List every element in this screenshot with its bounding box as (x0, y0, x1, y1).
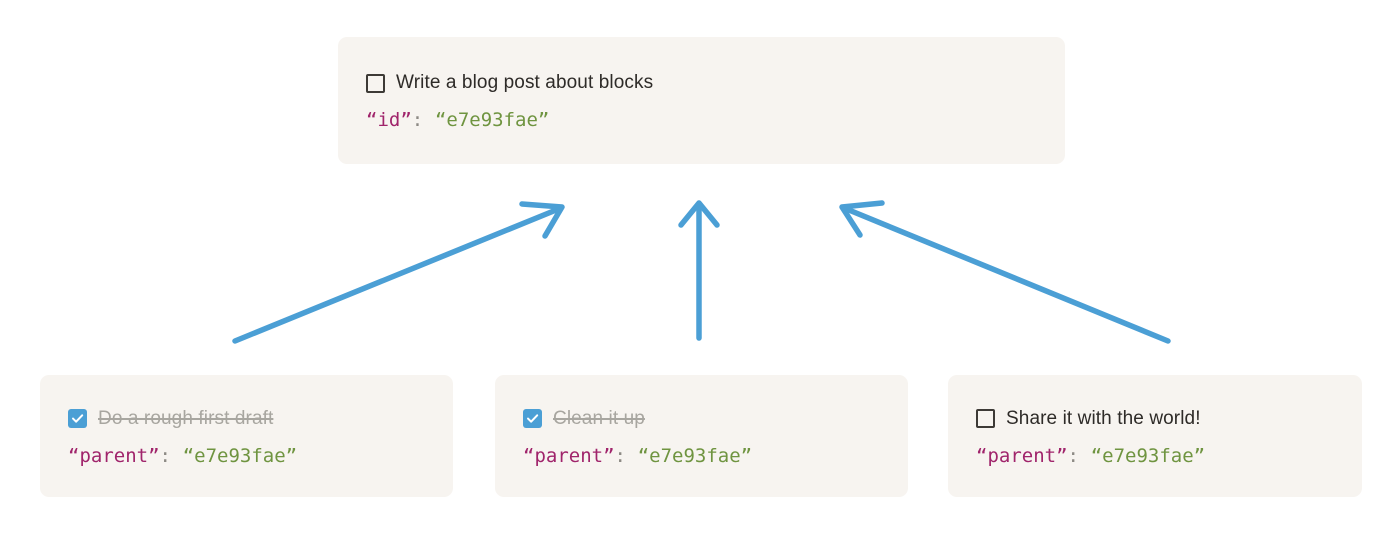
json-colon: : (1067, 444, 1079, 467)
json-colon: : (159, 444, 171, 467)
checkbox-checked-icon[interactable] (523, 409, 542, 428)
parent-task-json: “id”: “e7e93fae” (366, 109, 1047, 131)
child-task-label-3: Share it with the world! (1006, 407, 1201, 429)
child-task-row-1[interactable]: Do a rough first draft (68, 406, 439, 432)
parent-task-card[interactable]: Write a blog post about blocks “id”: “e7e… (338, 37, 1065, 164)
parent-task-row[interactable]: Write a blog post about blocks (366, 70, 1047, 96)
checkbox-checked-icon[interactable] (68, 409, 87, 428)
json-key: “parent” (68, 444, 160, 467)
json-value: “e7e93fae” (637, 444, 753, 467)
child-task-json-1: “parent”: “e7e93fae” (68, 445, 439, 467)
checkmark-glyph (527, 414, 539, 423)
json-key: “parent” (976, 444, 1068, 467)
json-value: “e7e93fae” (434, 109, 550, 131)
child-task-row-2[interactable]: Clean it up (523, 406, 894, 432)
json-value: “e7e93fae” (182, 444, 298, 467)
checkbox-empty-icon[interactable] (976, 409, 995, 428)
child-task-label-1: Do a rough first draft (98, 407, 274, 429)
json-colon: : (614, 444, 626, 467)
child-task-card-3[interactable]: Share it with the world! “parent”: “e7e93… (948, 375, 1362, 497)
arrow-from-left-child-to-parent (232, 201, 565, 344)
child-task-json-3: “parent”: “e7e93fae” (976, 445, 1348, 467)
arrow-from-right-child-to-parent (839, 200, 1171, 344)
child-task-card-2[interactable]: Clean it up “parent”: “e7e93fae” (495, 375, 908, 497)
json-key: “id” (366, 109, 412, 131)
checkmark-glyph (72, 414, 84, 423)
json-value: “e7e93fae” (1090, 444, 1206, 467)
arrow-from-middle-child-to-parent (678, 200, 720, 341)
checkbox-empty-icon[interactable] (366, 73, 385, 93)
parent-task-label: Write a blog post about blocks (396, 72, 654, 93)
child-task-row-3[interactable]: Share it with the world! (976, 406, 1348, 432)
child-task-label-2: Clean it up (553, 407, 645, 429)
child-task-json-2: “parent”: “e7e93fae” (523, 445, 894, 467)
json-key: “parent” (523, 444, 615, 467)
json-colon: : (411, 109, 424, 131)
child-task-card-1[interactable]: Do a rough first draft “parent”: “e7e93fa… (40, 375, 453, 497)
